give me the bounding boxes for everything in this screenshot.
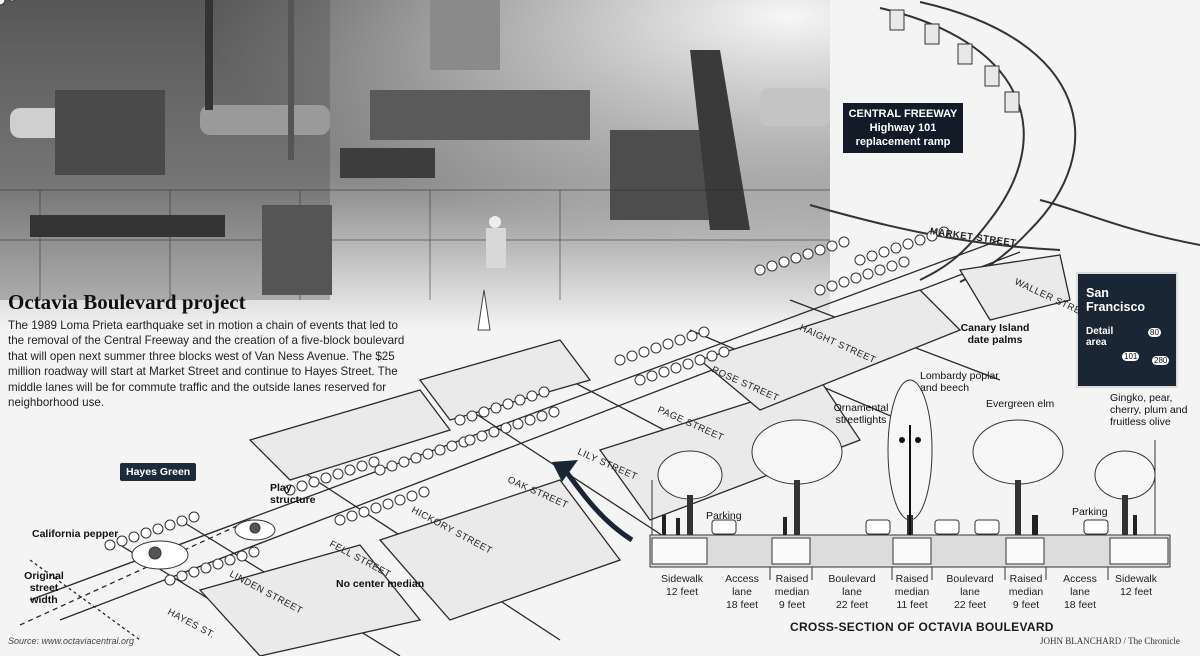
lane-name: Access <box>1063 573 1097 585</box>
lane-width: 12 feet <box>665 586 699 598</box>
hayes-green-park <box>131 519 276 570</box>
gingko-line3: fruitless olive <box>1110 416 1171 428</box>
inset-title: San Francisco <box>1086 286 1145 314</box>
play-structure-label: Play structure <box>270 482 316 506</box>
canary-island-palms-label: Canary Island date palms <box>950 322 1040 346</box>
lombardy-line1: Lombardy poplar <box>920 370 999 382</box>
lane-name: Access <box>725 573 759 585</box>
original-width-line2: street <box>29 582 59 594</box>
canary-line1: Canary Island <box>960 322 1030 334</box>
lane-width: 11 feet <box>896 599 928 611</box>
lane-name: Raised <box>1009 573 1043 585</box>
highway-101-shield: 101 <box>1122 352 1140 361</box>
hayes-green-label: Hayes Green <box>120 463 197 481</box>
interstate-280-shield: 280 <box>1152 356 1170 365</box>
gingko-line2: cherry, plum and <box>1110 404 1188 416</box>
canary-line2: date palms <box>967 334 1023 346</box>
lane-width: 22 feet <box>835 599 869 611</box>
lombardy-poplar-label: Lombardy poplar and beech <box>920 370 999 394</box>
tree-rows <box>0 0 950 586</box>
freeway-label-line3: replacement ramp <box>855 136 951 148</box>
lane-name: Boulevard <box>946 573 994 585</box>
evergreen-elm-label: Evergreen elm <box>986 398 1055 410</box>
parking-label-left: Parking <box>706 510 742 522</box>
street-map <box>19 239 1071 656</box>
parking-label-right: Parking <box>1072 506 1108 518</box>
inset-map-san-francisco: San Francisco Detail area 80 101 280 <box>1076 272 1178 388</box>
lane-width: 22 feet <box>953 599 987 611</box>
freeway-label-line1: CENTRAL FREEWAY <box>848 108 958 120</box>
lane-name-line2: lane <box>960 586 980 598</box>
lane-name: Boulevard <box>828 573 876 585</box>
lane-name-line2: median <box>774 586 810 598</box>
lane-name: Sidewalk <box>660 573 704 585</box>
streetlights-line2: streetlights <box>835 414 887 426</box>
artist-credit: JOHN BLANCHARD / The Chronicle <box>1040 636 1180 646</box>
freeway-label-line2: Highway 101 <box>869 122 937 134</box>
original-street-width-label: Original street width <box>16 570 72 606</box>
page-title: Octavia Boulevard project <box>8 290 246 314</box>
lane-name-line2: median <box>894 586 930 598</box>
lane-width: 18 feet <box>1063 599 1097 611</box>
interstate-80-shield: 80 <box>1148 328 1161 337</box>
lane-name: Raised <box>775 573 809 585</box>
play-structure-line1: Play <box>270 482 292 494</box>
inset-detail-line2: area <box>1086 337 1107 348</box>
inset-detail-line1: Detail <box>1086 326 1114 337</box>
gingko-line1: Gingko, pear, <box>1110 392 1173 404</box>
lane-width: 12 feet <box>1119 586 1153 598</box>
inset-title-line2: Francisco <box>1086 300 1146 314</box>
construction-photo <box>0 0 830 331</box>
lane-name: Raised <box>895 573 929 585</box>
no-center-median-label: No center median <box>336 578 425 590</box>
lane-name-line2: median <box>1008 586 1044 598</box>
inset-detail-label: Detail area <box>1086 326 1113 348</box>
play-structure-line2: structure <box>270 494 316 506</box>
central-freeway-label: CENTRAL FREEWAY Highway 101 replacement … <box>843 103 963 153</box>
source-credit: Source: www.octaviacentral.org <box>8 636 135 646</box>
inset-title-line1: San <box>1086 286 1109 300</box>
intro-paragraph: The 1989 Loma Prieta earthquake set in m… <box>8 319 405 410</box>
original-width-line1: Original <box>24 570 64 582</box>
original-width-line3: width <box>30 594 58 606</box>
ornamental-streetlights-label: Ornamental streetlights <box>826 402 896 426</box>
cross-section-title: CROSS-SECTION OF OCTAVIA BOULEVARD <box>790 620 1054 634</box>
lane-width: 9 feet <box>778 599 806 611</box>
lane-width: 9 feet <box>1012 599 1040 611</box>
cross-section-art <box>649 379 1171 580</box>
lane-width: 18 feet <box>725 599 759 611</box>
ramp-pillars <box>889 9 1020 113</box>
lane-name-line2: lane <box>842 586 862 598</box>
lane-name: Sidewalk <box>1114 573 1158 585</box>
callout-arrow <box>562 468 634 543</box>
gingko-label: Gingko, pear, cherry, plum and fruitless… <box>1110 392 1187 428</box>
lane-name-line2: lane <box>732 586 752 598</box>
lombardy-line2: and beech <box>920 382 970 394</box>
streetlights-line1: Ornamental <box>833 402 889 414</box>
lane-name-line2: lane <box>1070 586 1090 598</box>
california-pepper-label: California pepper <box>32 528 119 540</box>
